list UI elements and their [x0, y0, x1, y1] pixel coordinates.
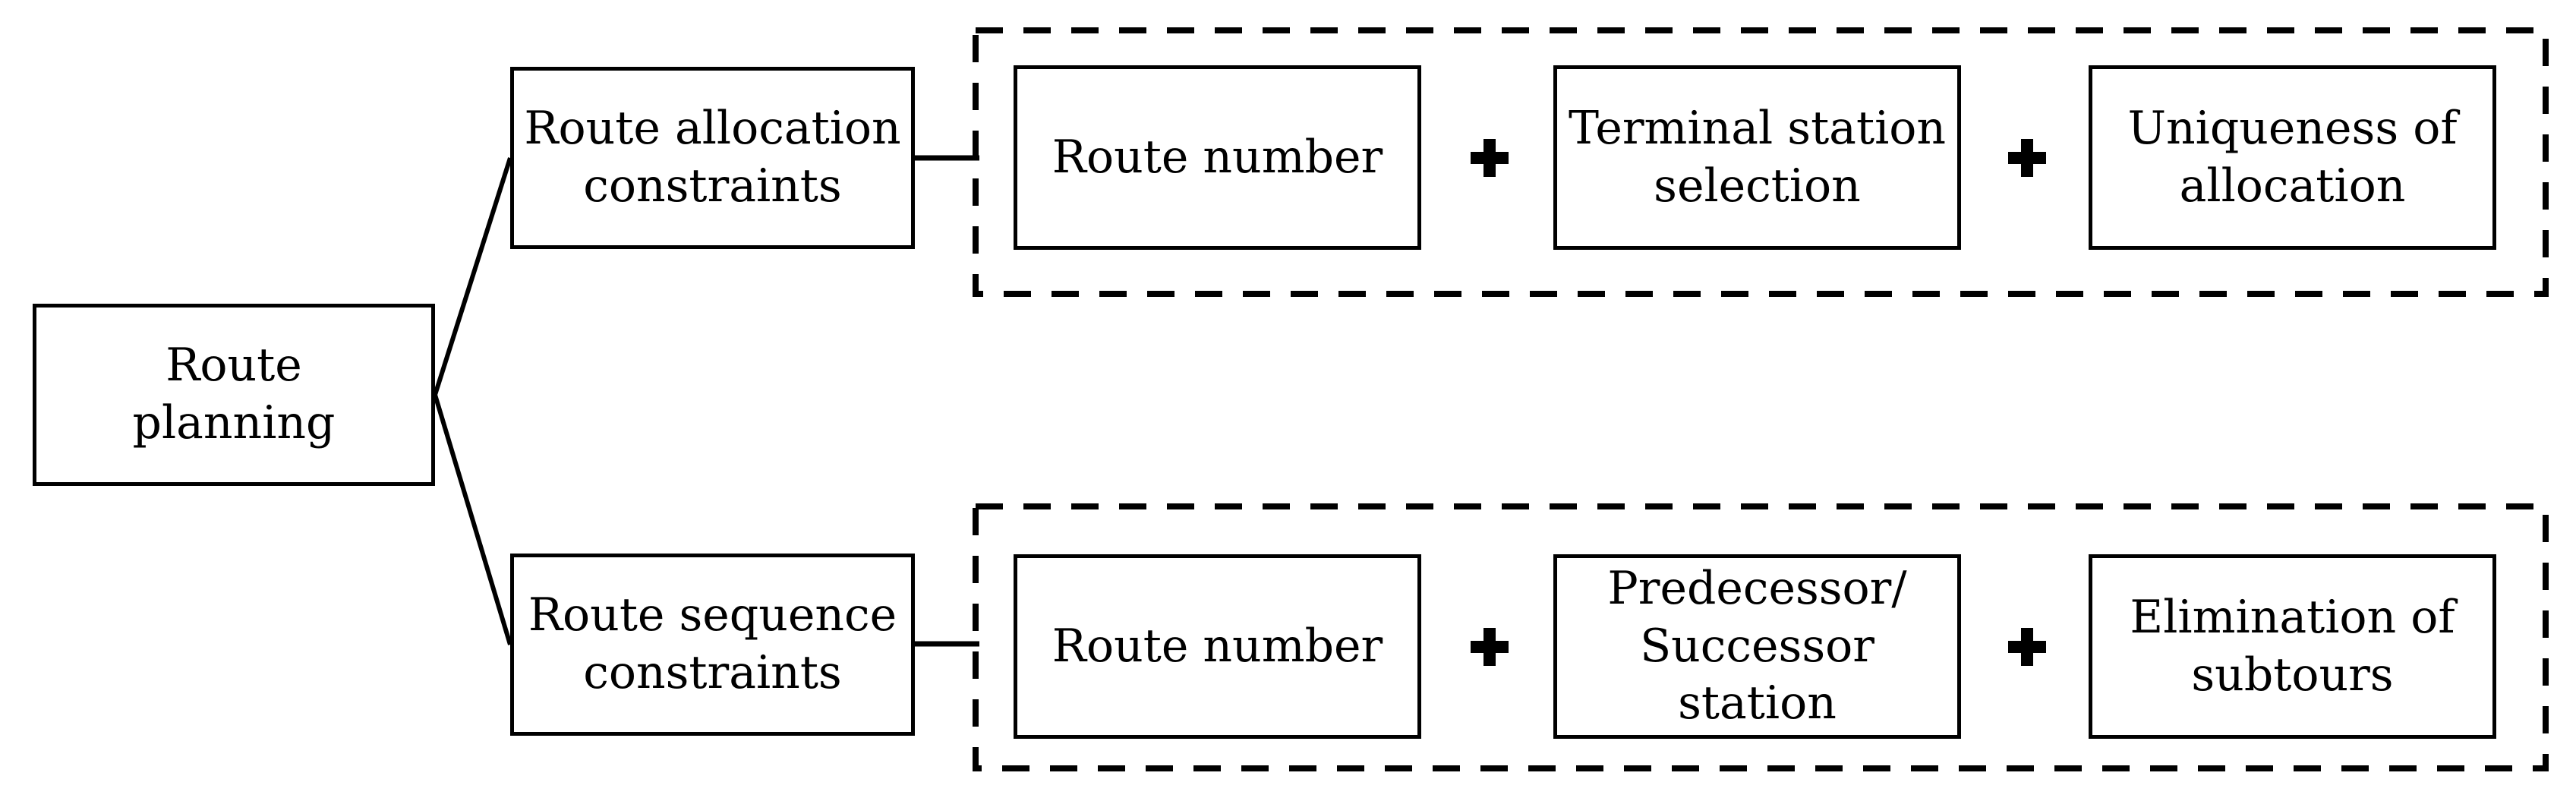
plus-icon: + — [1471, 139, 1509, 177]
plus-operator-text: + — [2008, 139, 2009, 140]
route-allocation-constraints-box: Route allocation constraints — [510, 67, 915, 249]
sequence-route-number-label: Route number — [1052, 619, 1383, 673]
route-allocation-constraints-label: Route allocation constraints — [524, 102, 901, 213]
predecessor-successor-station-box: Predecessor/ Successor station — [1553, 554, 1961, 739]
terminal-station-selection-label: Terminal station selection — [1568, 101, 1947, 213]
uniqueness-of-allocation-box: Uniqueness of allocation — [2089, 65, 2496, 250]
uniqueness-of-allocation-label: Uniqueness of allocation — [2127, 101, 2458, 213]
allocation-route-number-box: Route number — [1014, 65, 1421, 250]
sequence-route-number-box: Route number — [1014, 554, 1421, 739]
connector-root-to-allocation — [433, 157, 512, 396]
sequence-group-frame — [973, 503, 2549, 771]
plus-operator-text: + — [2008, 628, 2009, 629]
plus-icon: + — [2008, 139, 2046, 177]
route-planning-box: Route planning — [33, 304, 435, 486]
allocation-route-number-label: Route number — [1052, 130, 1383, 184]
route-planning-label: Route planning — [132, 339, 336, 449]
plus-icon: + — [1471, 628, 1509, 666]
connector-root-to-sequence — [433, 394, 512, 645]
elimination-of-subtours-box: Elimination of subtours — [2089, 554, 2496, 739]
route-sequence-constraints-label: Route sequence constraints — [528, 588, 897, 699]
elimination-of-subtours-label: Elimination of subtours — [2130, 590, 2455, 702]
plus-icon: + — [2008, 628, 2046, 666]
terminal-station-selection-box: Terminal station selection — [1553, 65, 1961, 250]
route-sequence-constraints-box: Route sequence constraints — [510, 554, 915, 736]
predecessor-successor-station-label: Predecessor/ Successor station — [1607, 562, 1907, 730]
allocation-group-frame — [973, 27, 2549, 297]
